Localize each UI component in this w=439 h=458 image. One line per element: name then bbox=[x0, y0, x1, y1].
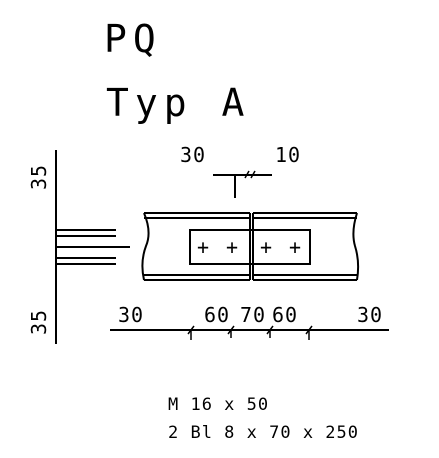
dim-bottom-4: 60 bbox=[272, 303, 298, 327]
dim-left-top: 35 bbox=[27, 164, 51, 190]
drawing-subtitle: Typ A bbox=[106, 81, 250, 125]
dim-bottom-5: 30 bbox=[357, 303, 383, 327]
dim-gap-left: 30 bbox=[180, 143, 206, 167]
dim-left-bottom: 35 bbox=[27, 309, 51, 335]
splice-plate bbox=[189, 229, 311, 265]
bolt-3: + bbox=[260, 235, 273, 259]
beam-stub bbox=[56, 229, 130, 265]
bottom-dimension bbox=[110, 325, 389, 340]
beam-right bbox=[252, 212, 360, 281]
note-plate: 2 Bl 8 x 70 x 250 bbox=[168, 423, 359, 443]
note-bolt: M 16 x 50 bbox=[168, 395, 269, 415]
gap-dimension bbox=[213, 170, 272, 198]
bolt-1: + bbox=[197, 235, 210, 259]
drawing-title: PQ bbox=[104, 17, 162, 61]
beam-left bbox=[141, 212, 251, 281]
bolt-2: + bbox=[226, 235, 239, 259]
dim-bottom-2: 60 bbox=[204, 303, 230, 327]
dim-gap-right: 10 bbox=[275, 143, 301, 167]
dim-bottom-3: 70 bbox=[240, 303, 266, 327]
dim-bottom-1: 30 bbox=[118, 303, 144, 327]
bolt-4: + bbox=[289, 235, 302, 259]
